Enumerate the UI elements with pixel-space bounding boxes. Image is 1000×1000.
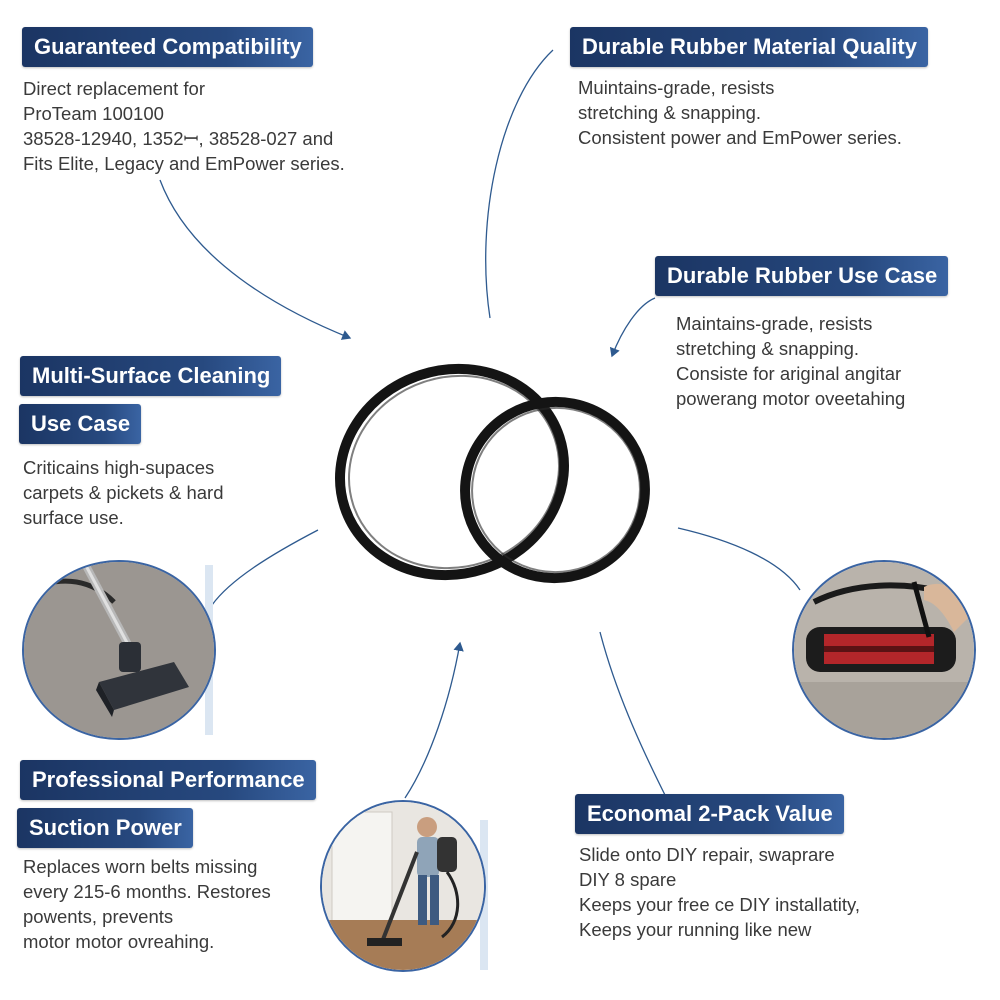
compat-line-4: Fits Elite, Legacy and EmPower series.: [23, 153, 345, 174]
performance-line-2: every 215-6 months. Restores: [23, 881, 271, 902]
value-text: Slide onto DIY repair, swaprare DIY 8 sp…: [579, 842, 860, 942]
material-title: Durable Rubber Material Quality: [570, 27, 928, 67]
material-line-2: stretching & snapping.: [578, 102, 762, 123]
compatibility-title: Guaranteed Compatibility: [22, 27, 313, 67]
surface-line-3: surface use.: [23, 507, 124, 528]
material-line-1: Muintains-grade, resists: [578, 77, 775, 98]
surface-line-1: Criticains high-supaces: [23, 457, 215, 478]
value-line-1: Slide onto DIY repair, swaprare: [579, 844, 835, 865]
value-line-4: Keeps your running like new: [579, 919, 812, 940]
usecase-line-4: powerang motor oveetahing: [676, 388, 906, 409]
usecase-line-3: Consiste for ariginal angitar: [676, 363, 902, 384]
surface-text: Criticains high-supaces carpets & picket…: [23, 455, 224, 530]
performance-text: Replaces worn belts missing every 215-6 …: [23, 854, 271, 954]
surface-title: Multi-Surface Cleaning: [20, 356, 282, 396]
performance-subtitle: Suction Power: [17, 808, 193, 848]
connector-compat: [159, 179, 352, 340]
connector-value: [599, 631, 666, 796]
material-text: Muintains-grade, resists stretching & sn…: [578, 75, 902, 150]
material-line-3: Consistent power and EmPower series.: [578, 127, 902, 148]
compat-line-1: Direct replacement for: [23, 78, 205, 99]
usecase-text: Maintains-grade, resists stretching & sn…: [676, 311, 905, 411]
performance-title: Professional Performance: [20, 760, 316, 800]
usecase-title: Durable Rubber Use Case: [655, 256, 949, 296]
connector-perf: [404, 641, 464, 799]
vacuum-carpet-photo: [22, 560, 216, 740]
value-title: Economal 2-Pack Value: [575, 794, 844, 834]
connector-brush: [677, 527, 801, 591]
surface-subtitle: Use Case: [19, 404, 142, 444]
performance-line-1: Replaces worn belts missing: [23, 856, 258, 877]
person-vacuuming-photo: [320, 800, 486, 972]
surface-line-2: carpets & pickets & hard: [23, 482, 224, 503]
usecase-line-2: stretching & snapping.: [676, 338, 860, 359]
connector-usecase: [609, 297, 656, 358]
rubber-belts-image: [335, 363, 650, 584]
performance-line-3: powents, prevents: [23, 906, 174, 927]
usecase-line-1: Maintains-grade, resists: [676, 313, 873, 334]
compat-line-3: 38528-12940, 1352ꟷ, 38528-027 and: [23, 128, 334, 149]
compat-line-2: ProTeam 100100: [23, 103, 164, 124]
brush-roll-photo: [792, 560, 976, 740]
value-line-2: DIY 8 spare: [579, 869, 677, 890]
connector-surface: [211, 529, 319, 606]
compatibility-text: Direct replacement for ProTeam 100100 38…: [23, 76, 345, 176]
connector-material: [485, 49, 554, 319]
value-line-3: Keeps your free ce DIY installatity,: [579, 894, 861, 915]
performance-line-4: motor motor ovreahing.: [23, 931, 215, 952]
